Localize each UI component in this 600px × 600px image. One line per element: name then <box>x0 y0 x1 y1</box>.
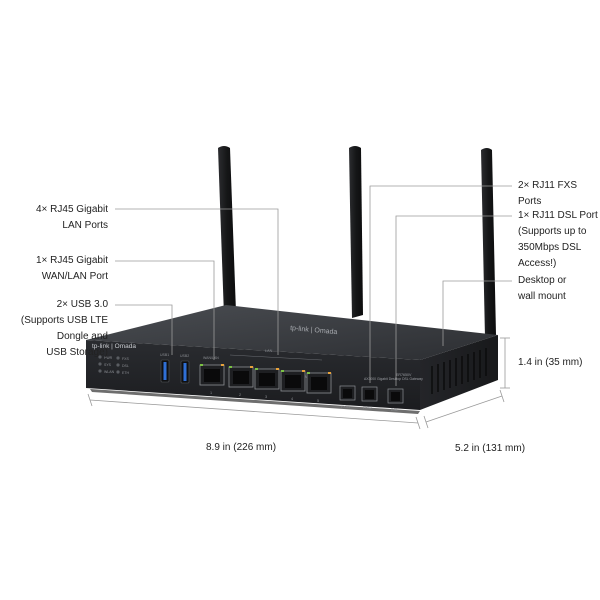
port-number-1: 1 <box>210 391 212 395</box>
callout-lines <box>115 185 512 386</box>
fxs1-label: FXS1 <box>341 405 350 409</box>
led-wlan <box>98 369 102 373</box>
fxs2-label: FXS2 <box>363 406 372 410</box>
side-vents <box>431 348 487 394</box>
port-number-3: 3 <box>265 395 267 399</box>
usb1-port-insert <box>163 362 167 380</box>
led-eth <box>116 370 120 374</box>
led-label-pwr: PWR <box>104 356 113 360</box>
callout-mount: Desktop or wall mount <box>518 275 567 302</box>
usb2-port-insert <box>183 363 187 381</box>
top-logo: tp-link | Omada <box>290 325 338 336</box>
leader-usb <box>115 304 173 355</box>
dimension-width: 8.9 in (226 mm) <box>206 442 277 453</box>
dimension-depth: 5.2 in (131 mm) <box>455 443 526 454</box>
port-number-4: 4 <box>291 397 293 401</box>
port-3-lan[interactable] <box>254 368 280 390</box>
led-dsl <box>116 363 120 367</box>
led-indicators: PWR SYS WLAN FXS DSL ETH <box>98 355 129 375</box>
dim-depth-line <box>425 395 503 423</box>
dsl-label: DSL <box>391 408 398 412</box>
dimension-lines <box>87 337 510 430</box>
antenna-right <box>481 148 496 338</box>
front-brand-logo: tp-link | Omada <box>92 343 136 350</box>
model-description: AX3000 Gigabit Desktop DSL Gateway <box>364 377 423 381</box>
rj11-ports[interactable]: FXS1 FXS2 DSL <box>339 385 404 412</box>
dimension-height: 1.4 in (35 mm) <box>518 357 583 368</box>
usb-ports[interactable]: USB1 USB2 <box>160 353 190 384</box>
leader-dsl <box>395 215 512 386</box>
port-4-lan[interactable] <box>280 370 306 392</box>
lan-label: LAN <box>265 349 273 353</box>
callout-wan-port: 1× RJ45 Gigabit WAN/LAN Port <box>36 255 108 282</box>
fxs1-port[interactable] <box>339 385 356 401</box>
usb1-label: USB1 <box>160 353 169 357</box>
leader-wan <box>115 260 215 360</box>
usb2-label: USB2 <box>180 354 189 358</box>
led-label-wlan: WLAN <box>104 370 115 374</box>
leader-fxs <box>369 185 512 383</box>
led-fxs <box>116 356 120 360</box>
led-sys <box>98 362 102 366</box>
led-pwr <box>98 355 102 359</box>
port-number-2: 2 <box>239 393 241 397</box>
leader-mount <box>442 280 512 346</box>
callout-dsl-port: 1× RJ11 DSL Port (Supports up to 350Mbps… <box>518 210 598 269</box>
model-number: ER7650V <box>396 373 412 377</box>
led-label-fxs: FXS <box>122 357 129 361</box>
fxs2-port[interactable] <box>361 386 378 402</box>
antenna-middle <box>349 146 363 318</box>
port-1-wan[interactable] <box>199 364 225 386</box>
led-label-dsl: DSL <box>122 364 129 368</box>
port-2-lan[interactable] <box>228 366 254 388</box>
dsl-port[interactable] <box>387 388 404 404</box>
ethernet-ports[interactable]: WAN/LAN LAN 1000M 100/10M <box>199 349 332 403</box>
callout-lan-ports: 4× RJ45 Gigabit LAN Ports <box>36 204 108 231</box>
leader-lan <box>115 208 279 355</box>
dim-width-line <box>89 399 419 424</box>
wan-label: WAN/LAN <box>203 356 219 360</box>
callout-fxs-ports: 2× RJ11 FXS Ports <box>518 180 578 207</box>
callout-usb: 2× USB 3.0 (Supports USB LTE Dongle and … <box>20 299 108 358</box>
led-label-eth: ETH <box>122 371 129 375</box>
led-label-sys: SYS <box>104 363 112 367</box>
port-5-lan[interactable] <box>306 372 332 394</box>
port-number-5: 5 <box>317 399 319 403</box>
antenna-left <box>218 146 236 316</box>
